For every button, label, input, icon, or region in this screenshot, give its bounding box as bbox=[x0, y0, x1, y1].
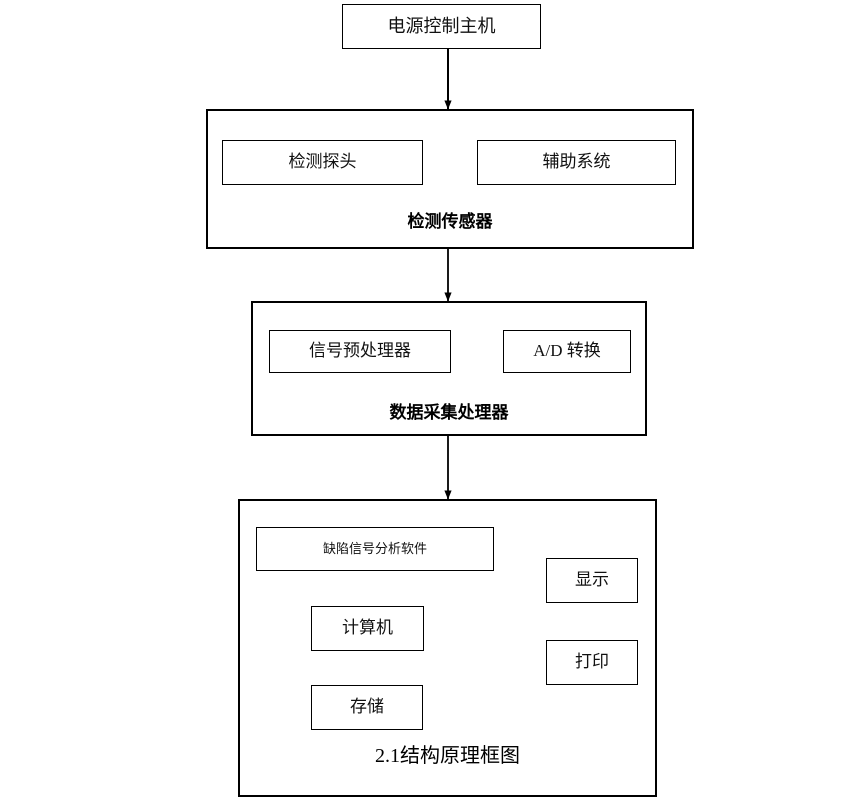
node-power-control-host[interactable]: 电源控制主机 bbox=[342, 4, 541, 49]
diagram-caption: 2.1结构原理框图 bbox=[375, 745, 520, 767]
node-detect-probe[interactable]: 检测探头 bbox=[222, 140, 423, 185]
node-signal-preprocessor-label: 信号预处理器 bbox=[309, 341, 411, 361]
group-detection-sensor-label: 检测传感器 bbox=[407, 212, 493, 231]
node-aux-system[interactable]: 辅助系统 bbox=[477, 140, 676, 185]
node-display[interactable]: 显示 bbox=[546, 558, 638, 603]
node-ad-conversion-label: A/D 转换 bbox=[533, 341, 601, 361]
node-aux-system-label: 辅助系统 bbox=[542, 152, 611, 172]
node-defect-analysis-software[interactable]: 缺陷信号分析软件 bbox=[256, 527, 494, 571]
node-signal-preprocessor[interactable]: 信号预处理器 bbox=[269, 330, 451, 373]
node-storage-label: 存储 bbox=[350, 697, 384, 717]
node-power-control-host-label: 电源控制主机 bbox=[387, 15, 496, 36]
node-storage[interactable]: 存储 bbox=[311, 685, 423, 730]
node-computer-label: 计算机 bbox=[342, 618, 393, 638]
node-print[interactable]: 打印 bbox=[546, 640, 638, 685]
node-ad-conversion[interactable]: A/D 转换 bbox=[503, 330, 631, 373]
node-print-label: 打印 bbox=[575, 652, 609, 672]
node-defect-analysis-software-label: 缺陷信号分析软件 bbox=[322, 540, 427, 556]
node-detect-probe-label: 检测探头 bbox=[288, 152, 357, 172]
node-computer[interactable]: 计算机 bbox=[311, 606, 424, 651]
group-daq-processor-label: 数据采集处理器 bbox=[389, 403, 509, 422]
node-display-label: 显示 bbox=[575, 570, 609, 590]
